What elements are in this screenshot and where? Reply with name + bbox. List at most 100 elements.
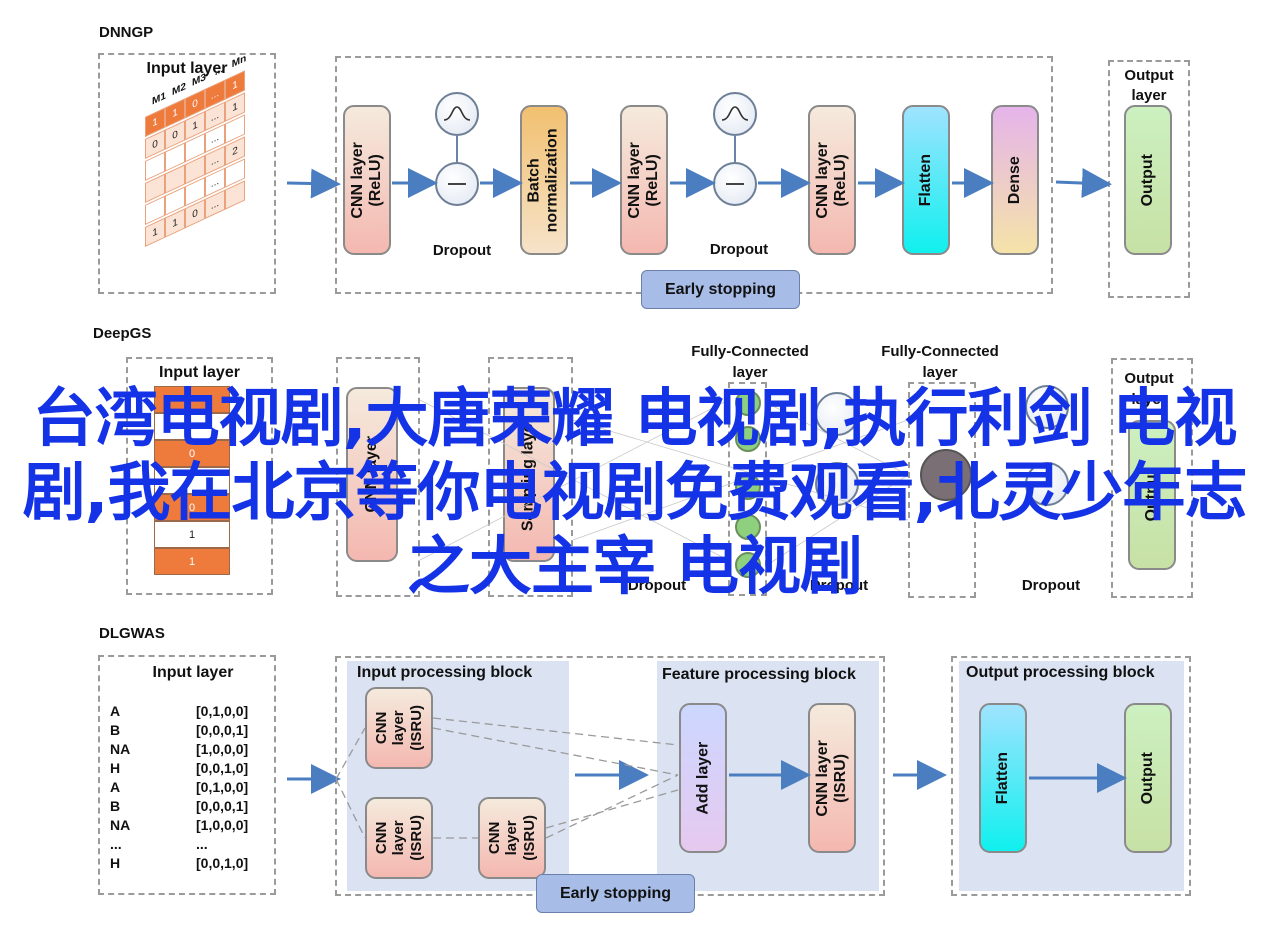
dlgwas-output-node[interactable]: Output [1124,703,1172,853]
dlgwas-input-code: [1,0,0,0] [196,817,249,833]
deepgs-input-frame [126,357,273,595]
deepgs-fc1-node-4 [735,514,761,540]
deepgs-dropout-label-2: Dropout [809,577,869,594]
dlgwas-input-row: A [0,1,0,0] [110,779,270,798]
dash-link-6 [545,774,679,839]
dlgwas-input-base: H [110,855,121,871]
dash-link-5 [432,717,679,746]
deepgs-dropout-node-3 [1025,385,1069,429]
dlgwas-input-table: A[0,1,0,0]B[0,0,0,1]NA[1,0,0,0]H[0,0,1,0… [110,703,270,874]
dnngp-input-frame [98,53,276,294]
dnngp-dropout-node-1 [435,162,479,206]
dlgwas-feature-block-title: Feature processing block [662,666,856,683]
dnngp-flatten-layer[interactable]: Flatten [902,105,950,255]
dash-link-4 [432,727,679,776]
dlgwas-input-row: H [0,0,1,0] [110,760,270,779]
deepgs-sampling-frame [488,357,573,597]
dlgwas-input-row: NA [1,0,0,0] [110,817,270,836]
dlgwas-input-row: B [0,0,0,1] [110,798,270,817]
deepgs-input-cell [154,413,230,440]
dlgwas-input-code: [0,0,1,0] [196,760,249,776]
deepgs-fc1-node-1 [735,390,761,416]
dlgwas-input-base: B [110,722,121,738]
dlgwas-title: DLGWAS [99,625,165,642]
deepgs-fc1-node-2 [735,426,761,452]
dlgwas-early-stopping[interactable]: Early stopping [536,874,695,913]
deepgs-input-cell: 0 [154,440,230,467]
deepgs-fc2-frame [908,382,976,598]
dlgwas-input-row: NA [1,0,0,0] [110,741,270,760]
deepgs-dropout-label-1: Dropout [627,577,687,594]
dnngp-dropout-node-2 [713,162,757,206]
dlgwas-output-block-title: Output processing block [966,664,1155,681]
deepgs-dropout-node-1 [815,392,859,436]
dlgwas-input-row: B[0,0,0,1] [110,722,270,741]
deepgs-fc1-node-5 [735,552,761,578]
dnngp-dropout-label-1: Dropout [432,242,492,259]
deepgs-sampling-layer[interactable]: Sampling layer [503,387,555,562]
dash-link-7 [545,789,679,829]
dlgwas-input-base: NA [110,741,131,757]
dnngp-activation-icon-1 [435,92,479,136]
deepgs-input-cell [154,386,230,413]
deepgs-input-title: Input layer [159,364,240,381]
deepgs-title: DeepGS [93,325,152,342]
dlgwas-input-code: [0,0,0,1] [196,798,249,814]
dlgwas-input-code: [0,1,0,0] [196,779,249,795]
deepgs-input-cell: 0 [154,494,230,521]
dnngp-title: DNNGP [99,24,154,41]
dash-link-2 [335,778,366,839]
overlay-text: 台湾电视剧,大唐荣耀 电视剧,执行利剑 电视剧,我在北京等你电视剧免费观看,北灵… [22,382,1248,603]
dlgwas-input-code: ... [196,836,208,852]
dlgwas-input-base: H [110,760,121,776]
dnngp-cnn-layer-1[interactable]: CNN layer(ReLU) [343,105,391,255]
dlgwas-input-base: A [110,779,121,795]
dlgwas-input-code: [0,1,0,0] [196,703,249,719]
dash-link-1 [335,727,366,780]
dnngp-dropout-label-2: Dropout [709,241,769,258]
dnngp-input-title: Input layer [146,60,228,77]
deepgs-output-frame [1111,358,1193,598]
deepgs-cnn-layer[interactable]: CNN layer [346,387,398,562]
dnngp-output-node[interactable]: Output [1124,105,1172,255]
arrow-dnngp-input [286,168,341,199]
deepgs-fc1-frame [728,382,767,596]
dlgwas-input-base: ... [110,836,122,852]
dlgwas-input-row: A [0,1,0,0] [110,703,270,722]
deepgs-output-node[interactable]: Output [1128,420,1176,570]
dnngp-dense-layer[interactable]: Dense [991,105,1039,255]
dlgwas-input-row: H [0,0,1,0] [110,855,270,874]
dlgwas-input-frame [98,655,276,895]
dlgwas-add-layer[interactable]: Add layer [679,703,727,853]
deepgs-input-cell [154,467,230,494]
dlgwas-input-code: [0,0,1,0] [196,855,249,871]
dlgwas-input-base: A [110,703,121,719]
deepgs-dropout-node-4 [1025,462,1069,506]
dlgwas-input-title: Input layer [152,664,234,681]
deepgs-input-cell: 1 [154,548,230,575]
arrow-dnngp-out [1055,168,1112,199]
deepgs-fc1-node-3 [735,474,761,500]
dlgwas-output-frame [951,656,1191,896]
dlgwas-input-row: ...... [110,836,270,855]
dlgwas-input-code: [1,0,0,0] [196,741,249,757]
deepgs-input-cell: 1 [154,521,230,548]
deepgs-fc2-node [920,449,972,501]
dlgwas-input-block-title: Input processing block [357,664,533,681]
dnngp-early-stopping[interactable]: Early stopping [641,270,800,309]
dlgwas-input-base: B [110,798,121,814]
deepgs-dropout-label-3: Dropout [1021,577,1081,594]
deepgs-cnn-frame [336,357,420,597]
dnngp-activation-icon-2 [713,92,757,136]
dlgwas-input-base: NA [110,817,131,833]
dlgwas-flatten-layer[interactable]: Flatten [979,703,1027,853]
